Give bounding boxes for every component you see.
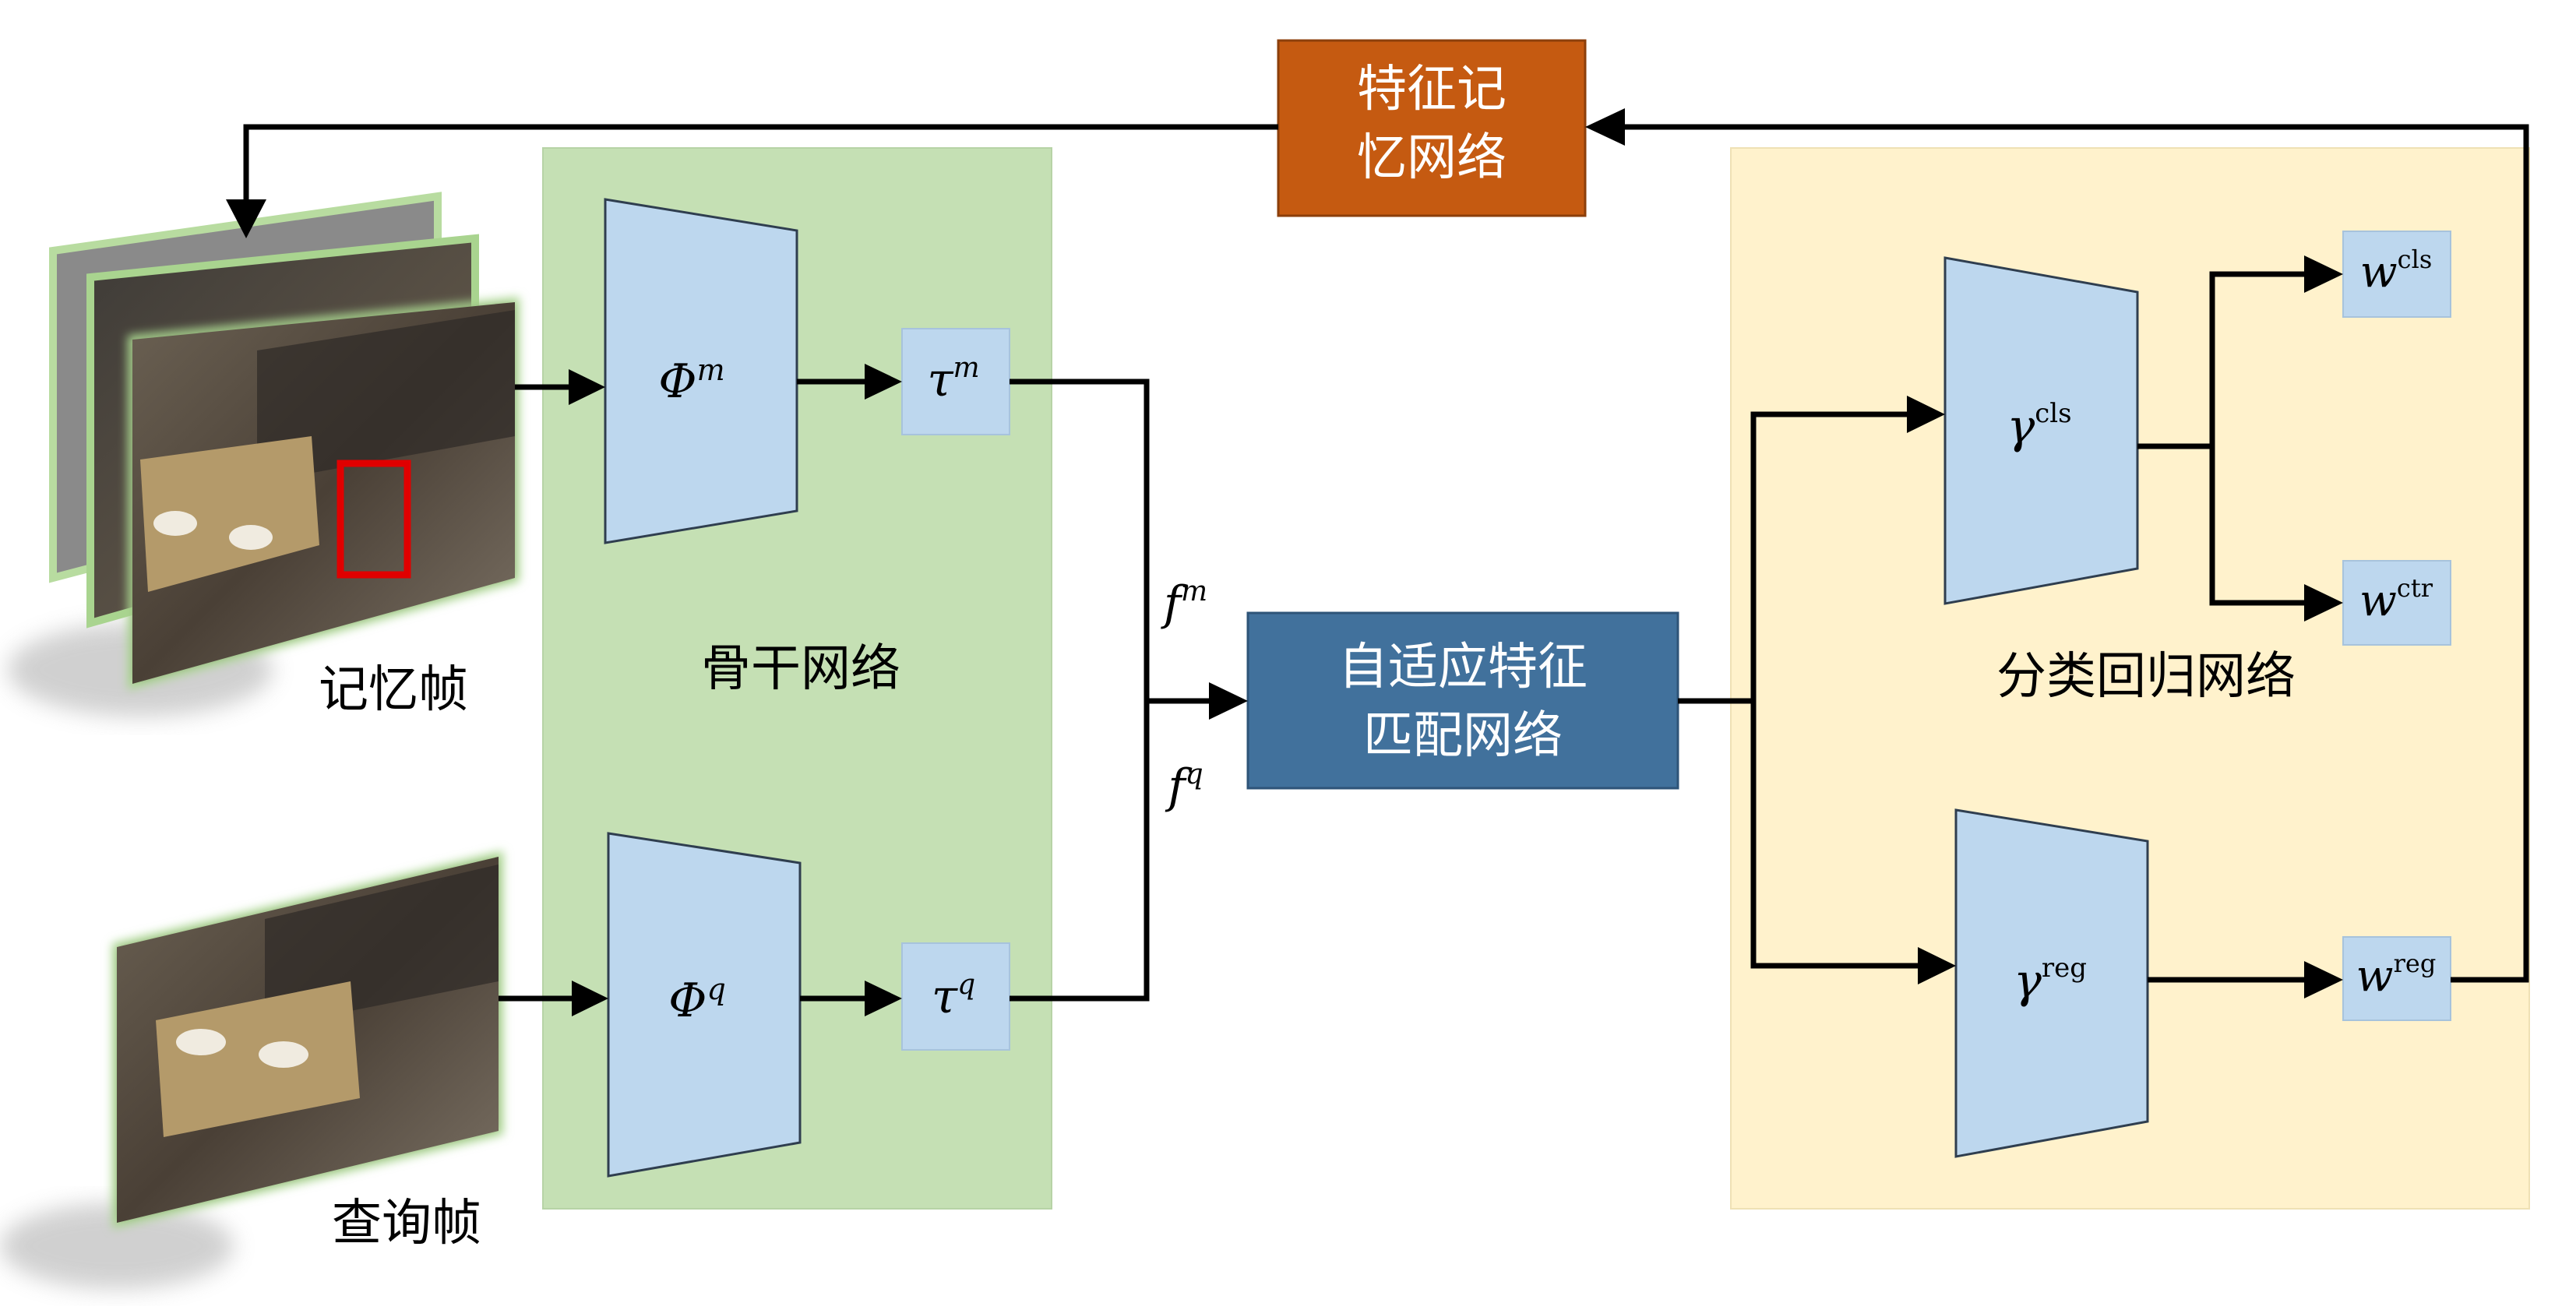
encoder-memory-label: Φm — [658, 353, 724, 409]
head-label: 分类回归网络 — [1996, 648, 2296, 706]
arrowhead — [2304, 961, 2343, 998]
encoder-memory — [604, 198, 798, 544]
arrowhead — [865, 364, 902, 400]
memory-box-object — [140, 436, 319, 592]
arrowhead — [1585, 108, 1625, 146]
memory-network-line2: 忆网络 — [1357, 129, 1506, 187]
memory-network-box — [1277, 39, 1587, 217]
query-box-object — [156, 981, 360, 1137]
query-frame — [0, 850, 503, 1289]
cls-branch-label: γcls — [2007, 398, 2071, 454]
arrowhead — [569, 369, 605, 405]
memory-frame-front — [128, 297, 520, 690]
arrowhead — [2304, 584, 2343, 622]
w-cls-label: wcls — [2360, 245, 2433, 298]
target-bounding-box — [337, 460, 411, 579]
arrowhead — [572, 981, 608, 1016]
edge-cls-to-wcls — [2137, 271, 2307, 449]
tau-memory-label: τm — [927, 352, 979, 407]
w-ctr-label: wctr — [2359, 573, 2433, 626]
tau-memory-box — [901, 328, 1010, 435]
edge-memory-network-to-frames — [243, 124, 1278, 202]
w-ctr-box — [2342, 560, 2451, 646]
matching-network-line1: 自适应特征 — [1338, 639, 1588, 696]
w-reg-box — [2342, 936, 2451, 1021]
memory-frames — [8, 192, 520, 717]
tau-query-label: τq — [932, 969, 975, 1024]
f-query-label: fq — [1165, 759, 1203, 814]
edge-tau-query-to-merge — [1010, 701, 1150, 1002]
arrowhead — [1907, 396, 1945, 433]
reg-branch-label: γreg — [2014, 953, 2087, 1009]
connectors — [243, 124, 2529, 1002]
arrowheads — [226, 108, 2343, 1016]
arrowhead — [1918, 947, 1956, 984]
reg-branch — [1954, 808, 2149, 1158]
arrowhead — [226, 199, 266, 238]
f-memory-label: fm — [1161, 576, 1207, 631]
encoder-query — [607, 832, 802, 1178]
cls-branch — [1943, 256, 2139, 605]
tau-query-box — [901, 942, 1010, 1051]
encoder-query-label: Φq — [668, 972, 726, 1028]
memory-frames-label: 记忆帧 — [319, 661, 468, 719]
edge-matching-to-split — [1678, 411, 1910, 704]
backbone-label: 骨干网络 — [701, 640, 900, 698]
arrowhead — [865, 981, 902, 1016]
edge-tau-memory-to-merge — [1010, 379, 1150, 701]
edge-wreg-to-memory-network — [1622, 124, 2529, 983]
matching-network-box — [1246, 611, 1679, 790]
memory-network-line1: 特征记 — [1357, 61, 1506, 118]
w-reg-label: wreg — [2356, 949, 2437, 1002]
matching-network-line2: 匹配网络 — [1363, 707, 1563, 765]
arrowhead — [1209, 682, 1248, 720]
edge-cls-to-wctr — [2209, 446, 2307, 606]
edge-split-to-reg — [1750, 701, 1921, 969]
arrowhead — [2304, 255, 2343, 293]
query-frame-shadow — [0, 1203, 234, 1289]
query-frame-label: 查询帧 — [332, 1195, 481, 1252]
